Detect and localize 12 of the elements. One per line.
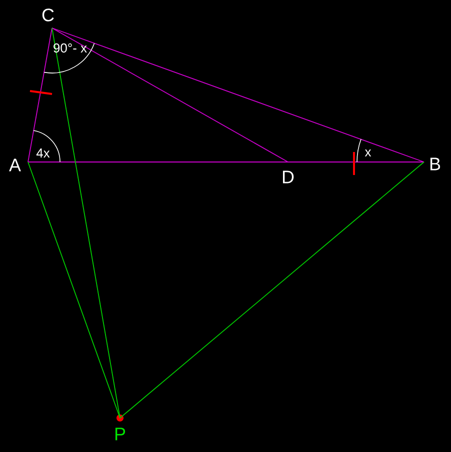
point-label: P	[115, 428, 126, 440]
point-label: D	[282, 170, 294, 184]
line-segment	[52, 28, 120, 418]
line-segment	[52, 28, 424, 162]
line-segment	[28, 162, 120, 418]
point-label: B	[430, 158, 440, 170]
point-label: C	[42, 8, 54, 22]
line-segment	[52, 28, 288, 162]
line-segment	[120, 162, 424, 418]
angle-label: x	[364, 150, 372, 156]
point-label: A	[9, 158, 21, 172]
angle-label: 4x	[36, 148, 50, 158]
